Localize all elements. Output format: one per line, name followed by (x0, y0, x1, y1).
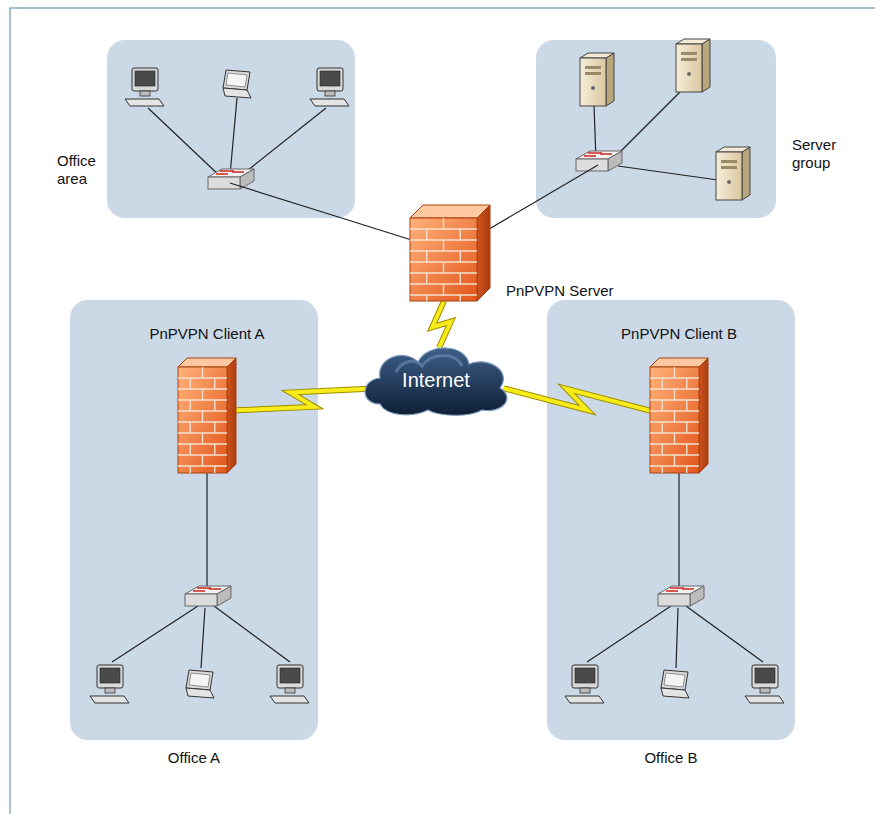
laptop-icon (661, 670, 689, 698)
region-fill (536, 40, 776, 218)
region-label: Server group (792, 136, 854, 172)
region-label: Office B (547, 749, 795, 767)
firewall-client: PnPVPN Client B (650, 358, 708, 473)
cable-line (618, 166, 718, 180)
cable-line (686, 606, 763, 662)
wireless-link (236, 389, 369, 410)
cable-line (214, 606, 290, 662)
switch-link (536, 165, 598, 201)
cable-line (587, 606, 671, 662)
firewall-shape (650, 358, 708, 473)
device-label: PnPVPN Server (506, 282, 614, 300)
desktop-icon (270, 665, 309, 703)
desktop-icon (745, 665, 784, 703)
region-fill (107, 40, 355, 218)
server-icon (716, 147, 750, 200)
cable-line (676, 608, 678, 668)
switch-icon (185, 586, 231, 606)
server-icon (580, 53, 614, 106)
cable-line (612, 92, 680, 160)
switch-icon (208, 169, 254, 189)
firewall-server: PnPVPN Server (410, 205, 490, 301)
cloud-label: Internet (356, 368, 516, 392)
switch-icon (658, 586, 704, 606)
internet-cloud: Internet (356, 342, 516, 414)
device-label: PnPVPN Client B (621, 325, 737, 343)
cable-line (201, 608, 205, 668)
region-fill (547, 300, 795, 740)
office-region: Office area (107, 40, 355, 218)
network-link (342, 218, 410, 239)
office-region: Office BPnPVPN Client B (547, 300, 795, 740)
region-fill (70, 300, 318, 740)
cable-line (148, 108, 222, 178)
network-link (490, 201, 536, 228)
frame-line (10, 8, 875, 814)
server-icon (676, 39, 710, 92)
desktop-icon (125, 68, 164, 106)
switch-icon (576, 151, 622, 171)
switch-link (230, 183, 342, 218)
firewall-shape (410, 205, 490, 301)
laptop-icon (186, 670, 214, 698)
cable-line (206, 473, 207, 592)
wireless-link (432, 301, 451, 348)
region-label: Office A (70, 749, 318, 767)
cable-line (678, 473, 679, 592)
cable-line (238, 108, 326, 178)
laptop-icon (223, 70, 251, 98)
region-label: Office area (57, 152, 105, 188)
cable-line (230, 98, 237, 175)
desktop-icon (310, 68, 349, 106)
firewall-shape (178, 358, 236, 473)
device-icons (90, 39, 784, 703)
server-region: Server group (536, 40, 776, 218)
firewall-client: PnPVPN Client A (178, 358, 236, 473)
desktop-icon (90, 665, 129, 703)
wireless-link (504, 388, 650, 410)
desktop-icon (565, 665, 604, 703)
device-label: PnPVPN Client A (149, 325, 264, 343)
cable-line (112, 606, 198, 662)
office-region: Office APnPVPN Client A (70, 300, 318, 740)
